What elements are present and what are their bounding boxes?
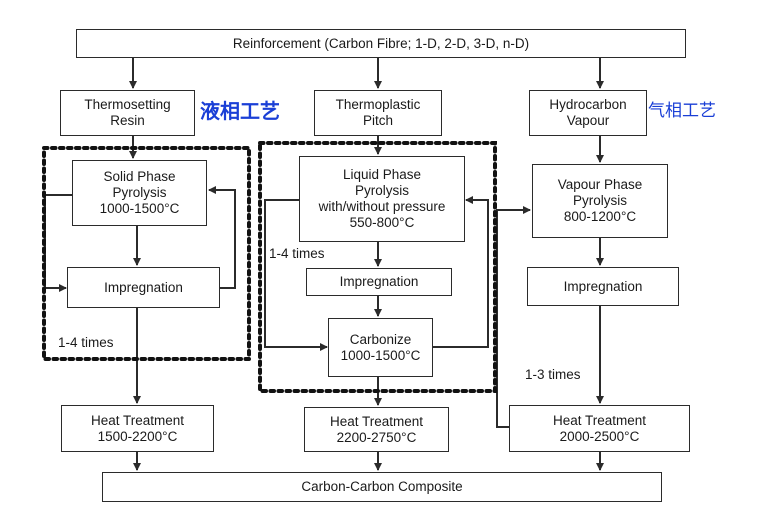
impregnation-left-box: Impregnation <box>67 267 220 308</box>
heat-treatment-left-box: Heat Treatment 1500-2200°C <box>61 405 214 452</box>
impregnation-right-label: Impregnation <box>563 278 643 294</box>
loop-region-middle <box>258 141 497 393</box>
thermoplastic-pitch-box: Thermoplastic Pitch <box>314 90 442 136</box>
solid-pyrolysis-line-1: Solid Phase <box>103 169 176 184</box>
solid-pyrolysis-line-3: 1000-1500°C <box>99 201 180 216</box>
solid-phase-pyrolysis-box: Solid Phase Pyrolysis 1000-1500°C <box>72 160 207 226</box>
vapour-pyrolysis-line-3: 800-1200°C <box>563 209 637 224</box>
loop-left-inner <box>208 186 236 289</box>
thermosetting-resin-box: Thermosetting Resin <box>60 90 195 136</box>
heat-right-line-1: Heat Treatment <box>552 412 647 428</box>
liquid-pyrolysis-line-2: Pyrolysis <box>354 183 409 198</box>
vapour-line-2: Vapour <box>566 113 610 128</box>
loop-region-left <box>42 146 251 361</box>
impregnation-right-box: Impregnation <box>527 267 679 306</box>
carbonize-line-1: Carbonize <box>349 331 412 347</box>
pitch-line-2: Pitch <box>362 113 393 128</box>
carbon-carbon-composite-box: Carbon-Carbon Composite <box>102 472 662 502</box>
pitch-line-1: Thermoplastic <box>335 97 421 112</box>
reinforcement-label: Reinforcement (Carbon Fibre; 1-D, 2-D, 3… <box>232 35 530 51</box>
resin-line-2: Resin <box>110 113 145 128</box>
composite-label: Carbon-Carbon Composite <box>301 479 463 494</box>
vapour-pyrolysis-line-1: Vapour Phase <box>557 177 643 192</box>
liquid-pyrolysis-line-3: with/without pressure <box>318 199 446 214</box>
loop-count-middle: 1-4 times <box>269 246 325 261</box>
reinforcement-box: Reinforcement (Carbon Fibre; 1-D, 2-D, 3… <box>76 29 686 58</box>
liquid-phase-pyrolysis-box: Liquid Phase Pyrolysis with/without pres… <box>299 156 465 242</box>
heat-middle-line-1: Heat Treatment <box>329 413 424 429</box>
impregnation-middle-label: Impregnation <box>339 274 419 289</box>
vapour-phase-pyrolysis-box: Vapour Phase Pyrolysis 800-1200°C <box>532 164 668 238</box>
resin-line-1: Thermosetting <box>84 97 171 112</box>
vapour-pyrolysis-line-2: Pyrolysis <box>572 193 627 208</box>
solid-pyrolysis-line-2: Pyrolysis <box>112 185 167 200</box>
loop-count-right: 1-3 times <box>525 367 581 382</box>
hydrocarbon-vapour-box: Hydrocarbon Vapour <box>529 90 647 136</box>
heat-left-line-2: 1500-2200°C <box>97 428 178 444</box>
heat-left-line-1: Heat Treatment <box>90 412 185 428</box>
vapour-line-1: Hydrocarbon <box>549 97 627 112</box>
loop-middle-left <box>264 199 328 351</box>
heat-treatment-middle-box: Heat Treatment 2200-2750°C <box>304 407 449 452</box>
liquid-pyrolysis-line-4: 550-800°C <box>349 215 415 230</box>
carbonize-line-2: 1000-1500°C <box>340 347 421 363</box>
liquid-pyrolysis-line-1: Liquid Phase <box>342 167 422 182</box>
heat-right-line-2: 2000-2500°C <box>559 428 640 444</box>
vapour-process-annotation: 气相工艺 <box>648 101 716 121</box>
liquid-process-annotation: 液相工艺 <box>200 99 280 123</box>
loop-right <box>496 206 531 428</box>
impregnation-middle-box: Impregnation <box>306 268 452 296</box>
loop-middle-right <box>433 196 489 348</box>
carbonize-box: Carbonize 1000-1500°C <box>328 318 433 377</box>
loop-count-left: 1-4 times <box>58 335 114 350</box>
impregnation-left-label: Impregnation <box>104 279 183 295</box>
heat-treatment-right-box: Heat Treatment 2000-2500°C <box>509 405 690 452</box>
heat-middle-line-2: 2200-2750°C <box>336 429 417 445</box>
